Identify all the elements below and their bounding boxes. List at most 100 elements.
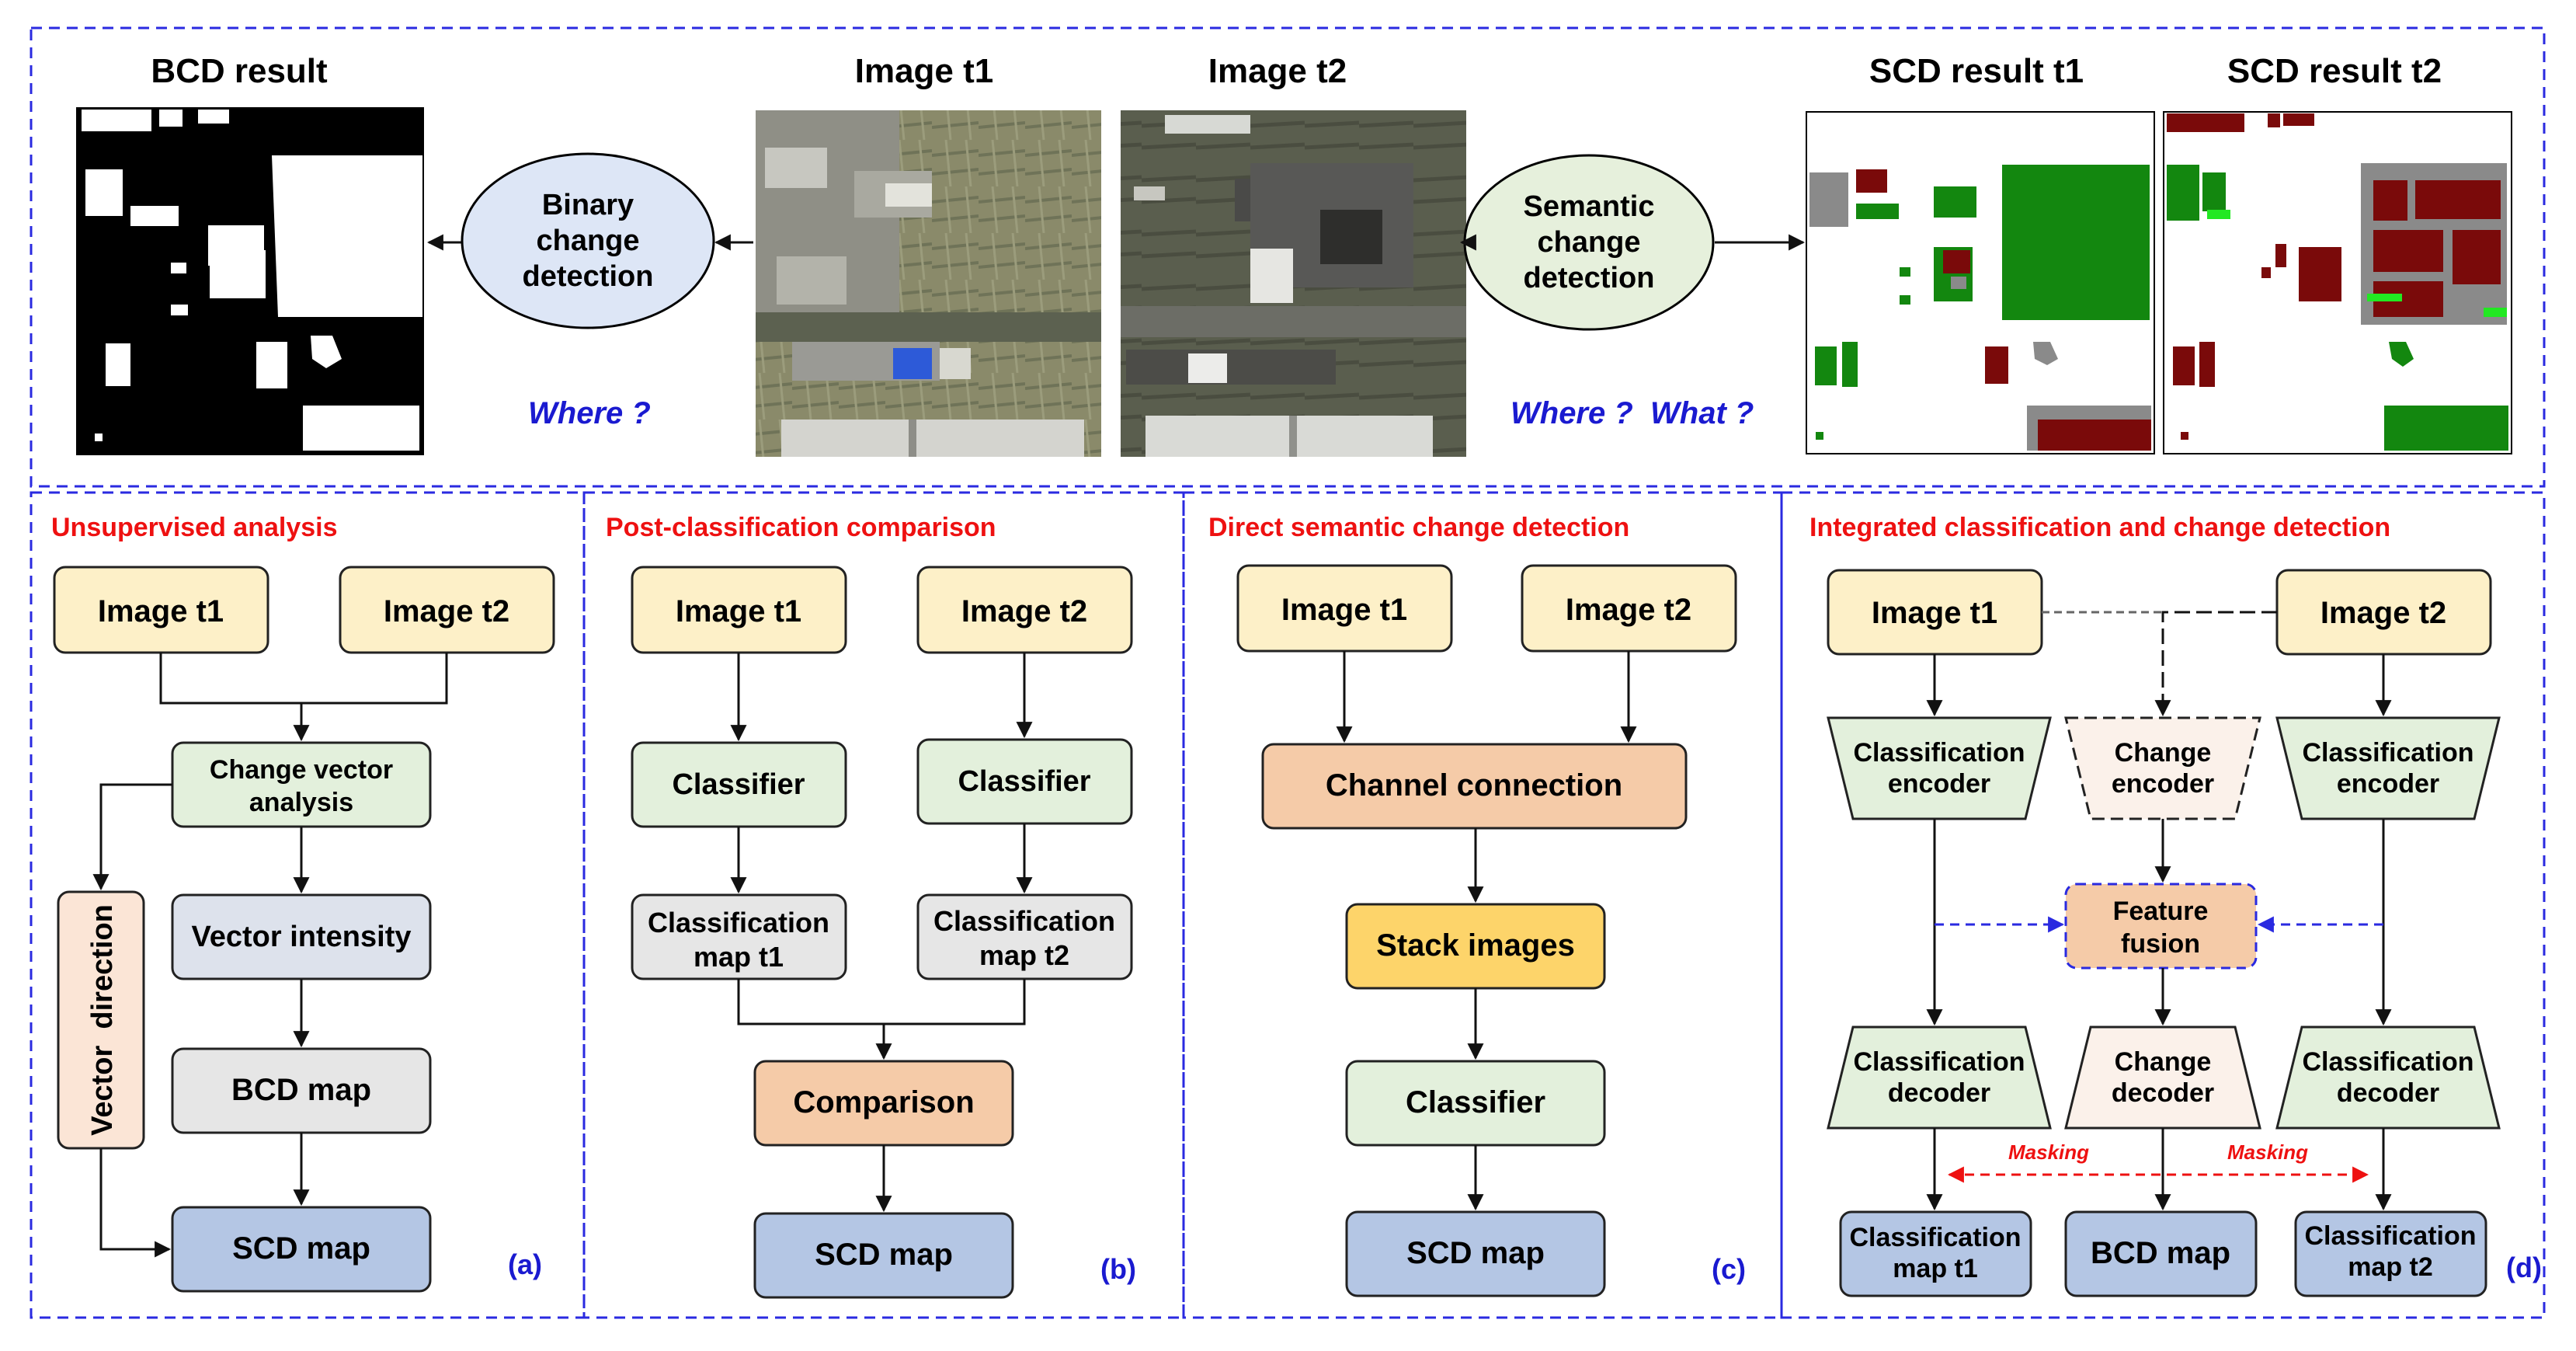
cls-encoder-1-line-2: encoder (1888, 769, 1990, 799)
cls-encoder-2-line-1: Classification (2302, 738, 2473, 768)
change-decoder-shape (2064, 1025, 2261, 1130)
change-encoder-shape (2064, 716, 2261, 820)
feature-fusion-line-1: Feature (2113, 897, 2209, 926)
panel-d-map-t1-line-1: Classification (1849, 1223, 2021, 1252)
panel-b-title: Post-classification comparison (606, 513, 996, 542)
cls-encoder-1-shape (1827, 716, 2052, 820)
panel-a-image-t1-label: Image t1 (98, 594, 224, 628)
cls-decoder-2-shape (2275, 1025, 2501, 1130)
feature-fusion-box (2064, 883, 2258, 970)
stack-images-label: Stack images (1376, 928, 1575, 963)
binary-line-1: Binary (542, 189, 634, 221)
top-panel: BCD result Image t1 Image t2 SCD result … (76, 52, 2512, 457)
panel-c-scd-map-label: SCD map (1406, 1236, 1545, 1270)
panel-d-map-t2-box (2294, 1210, 2487, 1297)
semantic-line-3: detection (1524, 262, 1655, 294)
bcd-result-title: BCD result (151, 52, 328, 90)
image-t1-title: Image t1 (855, 52, 994, 90)
where-what-label: Where ? What ? (1510, 396, 1754, 430)
panel-c-tag: (c) (1712, 1253, 1746, 1285)
panel-borders (30, 26, 2546, 1319)
panel-d-bcd-map-label: BCD map (2091, 1236, 2230, 1270)
cva-line-1: Change vector (210, 755, 393, 785)
panel-c-classifier-label: Classifier (1406, 1085, 1545, 1119)
semantic-line-2: change (1537, 226, 1640, 259)
scd-result-t2-image (2163, 111, 2512, 454)
panel-d-map-t2-line-2: map t2 (2348, 1252, 2433, 1282)
panel-b-classifier-2-label: Classifier (958, 765, 1090, 798)
binary-line-2: change (536, 225, 639, 257)
image-t2-title: Image t2 (1208, 52, 1347, 90)
panel-c-image-t2-label: Image t2 (1566, 593, 1691, 627)
panel-c-border (1182, 491, 1783, 1319)
panel-d-border (1780, 491, 2546, 1319)
panel-b-border (582, 491, 1185, 1319)
panel-a-image-t2-label: Image t2 (384, 594, 509, 628)
panel-d-map-t2-line-1: Classification (2304, 1221, 2476, 1251)
panel-b-map-t1-line-1: Classification (648, 907, 829, 938)
panel-b-tag: (b) (1100, 1253, 1136, 1285)
cls-decoder-1-line-1: Classification (1853, 1047, 2025, 1077)
panel-a: Unsupervised analysis Image t1 Image t2 … (51, 513, 555, 1293)
panel-a-arrow-to-direction (92, 783, 172, 891)
panel-b-scd-map-box (753, 1212, 1014, 1299)
binary-line-3: detection (523, 260, 654, 293)
image-t2-photo (1121, 110, 1466, 457)
bcd-result-image (76, 107, 424, 455)
cls-encoder-2-shape (2275, 716, 2501, 820)
panel-c-title: Direct semantic change detection (1208, 513, 1629, 542)
vector-direction-label: Vector direction (86, 904, 119, 1136)
panel-b: Post-classification comparison Image t1 … (606, 513, 1136, 1299)
image-t1-photo (756, 110, 1101, 457)
scd-result-t1-title: SCD result t1 (1869, 52, 2084, 90)
panel-d-tag: (d) (2506, 1252, 2542, 1283)
panel-b-scd-map-label: SCD map (815, 1238, 953, 1272)
panel-d-title: Integrated classification and change det… (1809, 513, 2390, 542)
panel-a-bcd-map-label: BCD map (231, 1073, 371, 1107)
scd-result-t1-image (1806, 111, 2155, 454)
panel-b-join-line (737, 979, 1026, 1025)
cls-decoder-2-line-1: Classification (2302, 1047, 2473, 1077)
cva-line-2: analysis (249, 788, 353, 817)
panel-d-map-t1-box (1839, 1210, 2032, 1297)
panel-a-title: Unsupervised analysis (51, 513, 338, 542)
panel-a-scd-map-box (171, 1206, 432, 1293)
semantic-line-1: Semantic (1524, 190, 1655, 223)
panel-b-image-t2-label: Image t2 (961, 594, 1087, 628)
cls-encoder-2-line-2: encoder (2337, 769, 2439, 799)
scd-result-t2-title: SCD result t2 (2227, 52, 2442, 90)
top-panel-border (30, 26, 2546, 488)
panel-a-tag: (a) (508, 1248, 542, 1280)
cls-decoder-1-line-2: decoder (1888, 1078, 1990, 1108)
where-label: Where ? (528, 396, 651, 430)
panel-c-scd-map-box (1345, 1210, 1606, 1297)
masking-right-label: Masking (2227, 1140, 2308, 1164)
panel-a-join-line (159, 653, 448, 705)
panel-b-map-t2-line-2: map t2 (979, 939, 1069, 971)
panel-a-arrow-direction-to-scd (99, 1148, 172, 1258)
panel-c: Direct semantic change detection Image t… (1208, 513, 1746, 1297)
change-encoder-line-1: Change (2115, 738, 2212, 768)
comparison-label: Comparison (793, 1085, 974, 1119)
change-encoder-line-2: encoder (2112, 769, 2214, 799)
feature-fusion-line-2: fusion (2121, 929, 2200, 959)
panel-d: Integrated classification and change det… (1809, 513, 2542, 1297)
panel-b-map-t1-line-2: map t1 (694, 941, 784, 973)
channel-connection-label: Channel connection (1326, 768, 1622, 803)
panel-c-image-t1-label: Image t1 (1281, 593, 1407, 627)
masking-left-label: Masking (2008, 1140, 2089, 1164)
panel-b-image-t1-label: Image t1 (676, 594, 801, 628)
vector-intensity-label: Vector intensity (192, 921, 412, 953)
panel-d-image-t1-label: Image t1 (1872, 596, 1997, 630)
panel-d-map-t1-line-2: map t1 (1893, 1254, 1978, 1283)
change-decoder-line-1: Change (2115, 1047, 2212, 1077)
panel-d-image-t2-label: Image t2 (2320, 596, 2446, 630)
binary-change-detection-node (461, 152, 715, 329)
panel-d-bcd-map-box (2064, 1210, 2258, 1297)
panel-a-scd-map-label: SCD map (232, 1231, 370, 1266)
change-decoder-line-2: decoder (2112, 1078, 2214, 1108)
panel-b-classifier-1-label: Classifier (672, 768, 805, 801)
panel-d-dash-t2-to-change-encoder (2154, 611, 2277, 717)
cls-encoder-1-line-1: Classification (1853, 738, 2025, 768)
